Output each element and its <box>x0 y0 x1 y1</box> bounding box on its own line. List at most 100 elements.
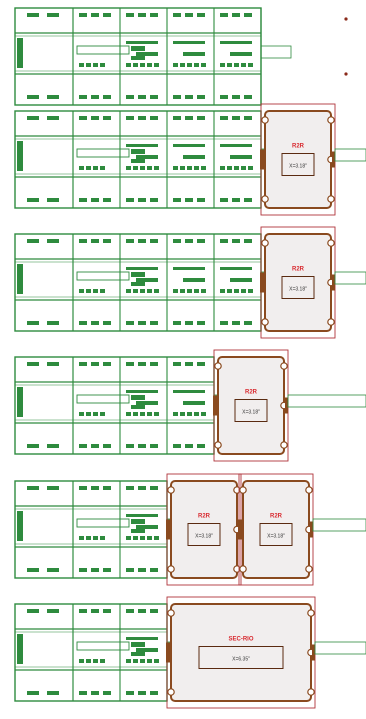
module-io-block <box>173 63 178 67</box>
psu-clamp <box>17 264 23 294</box>
module-bottom-terminal <box>138 691 146 695</box>
module-io-block <box>133 659 138 663</box>
module-top-terminal <box>197 13 205 17</box>
module-top-terminal <box>138 362 146 366</box>
enclosure-label: SEC-RIO <box>228 637 253 643</box>
display-window <box>76 148 130 158</box>
module-io-block <box>234 166 239 170</box>
io-pin-group <box>93 63 98 67</box>
module-io-block <box>154 536 159 540</box>
terminal-block <box>47 568 59 572</box>
terminal-block <box>27 198 39 202</box>
module-bottom-terminal <box>103 691 111 695</box>
module-top-terminal <box>138 486 146 490</box>
module-top-terminal <box>185 116 193 120</box>
enclosure-label: R2R <box>292 267 305 273</box>
module-io-block <box>187 412 192 416</box>
module-logo <box>136 525 158 529</box>
module-io-block <box>248 63 253 67</box>
terminal-block <box>27 239 39 243</box>
module-io-block <box>147 412 152 416</box>
io-pin-group <box>79 659 84 663</box>
psu-clamp <box>17 387 23 417</box>
module-io-block <box>241 63 246 67</box>
mounting-tab <box>167 486 175 494</box>
module-io-block <box>187 289 192 293</box>
module-top-terminal <box>103 116 111 120</box>
module-bottom-terminal <box>185 321 193 325</box>
logo-block <box>131 149 145 154</box>
io-pin-group <box>86 289 91 293</box>
terminal-block <box>47 321 59 325</box>
enclosure-label: R2R <box>245 390 258 396</box>
dimension-box <box>281 276 315 299</box>
dimension-label: X=3.18" <box>242 410 260 416</box>
module-bottom-terminal <box>91 321 99 325</box>
module-bottom-terminal <box>150 568 158 572</box>
module-label-bar <box>173 390 205 393</box>
terminal-block <box>27 691 39 695</box>
din-rail-continuation <box>312 518 366 532</box>
mounting-tab <box>167 609 175 617</box>
psu-clamp <box>17 38 23 68</box>
io-pin-group <box>79 289 84 293</box>
module-io-block <box>133 412 138 416</box>
enclosure-label: R2R <box>292 144 305 150</box>
io-pin-group <box>79 166 84 170</box>
module-io-block <box>201 412 206 416</box>
module-label-bar <box>220 41 252 44</box>
module-io-block <box>201 63 206 67</box>
module-label-bar <box>126 637 158 640</box>
terminal-block <box>27 116 39 120</box>
dimension-label: X=3.18" <box>267 534 285 540</box>
module-top-terminal <box>185 239 193 243</box>
module-io-block <box>126 659 131 663</box>
io-pin-group <box>86 536 91 540</box>
module-io-block <box>140 289 145 293</box>
module-io-block <box>154 289 159 293</box>
module-bottom-terminal <box>232 95 240 99</box>
mounting-tab <box>214 441 222 449</box>
module-bottom-terminal <box>244 198 252 202</box>
module-top-terminal <box>244 13 252 17</box>
module-bottom-terminal <box>91 198 99 202</box>
controller-row <box>14 7 348 106</box>
module-io-block <box>154 412 159 416</box>
side-connector <box>312 644 315 661</box>
side-connector <box>260 149 264 170</box>
dimension-label: X=6.35" <box>232 657 250 663</box>
module-bottom-terminal <box>150 95 158 99</box>
module-io-block <box>126 63 131 67</box>
module-logo <box>136 52 158 56</box>
logo-block <box>131 159 145 163</box>
terminal-block <box>27 444 39 448</box>
module-bottom-terminal <box>185 444 193 448</box>
module-bottom-terminal <box>103 321 111 325</box>
terminal-block <box>47 362 59 366</box>
module-logo <box>183 52 205 56</box>
terminal-block <box>47 116 59 120</box>
module-label-bar <box>126 514 158 517</box>
module-bottom-terminal <box>185 95 193 99</box>
module-bottom-terminal <box>232 321 240 325</box>
module-io-block <box>140 166 145 170</box>
logo-block <box>131 642 145 647</box>
logo-block <box>131 282 145 286</box>
module-io-block <box>154 659 159 663</box>
module-top-terminal <box>91 239 99 243</box>
mounting-tab <box>167 688 175 696</box>
terminal-block <box>47 95 59 99</box>
module-bottom-terminal <box>79 568 87 572</box>
module-top-terminal <box>79 609 87 613</box>
enclosure-body <box>217 356 285 455</box>
mounting-tab <box>307 609 315 617</box>
module-io-block <box>248 289 253 293</box>
module-logo <box>230 278 252 282</box>
logo-block <box>131 56 145 60</box>
terminal-block <box>27 95 39 99</box>
module-bottom-terminal <box>126 568 134 572</box>
module-bottom-terminal <box>220 198 228 202</box>
module-top-terminal <box>220 116 228 120</box>
